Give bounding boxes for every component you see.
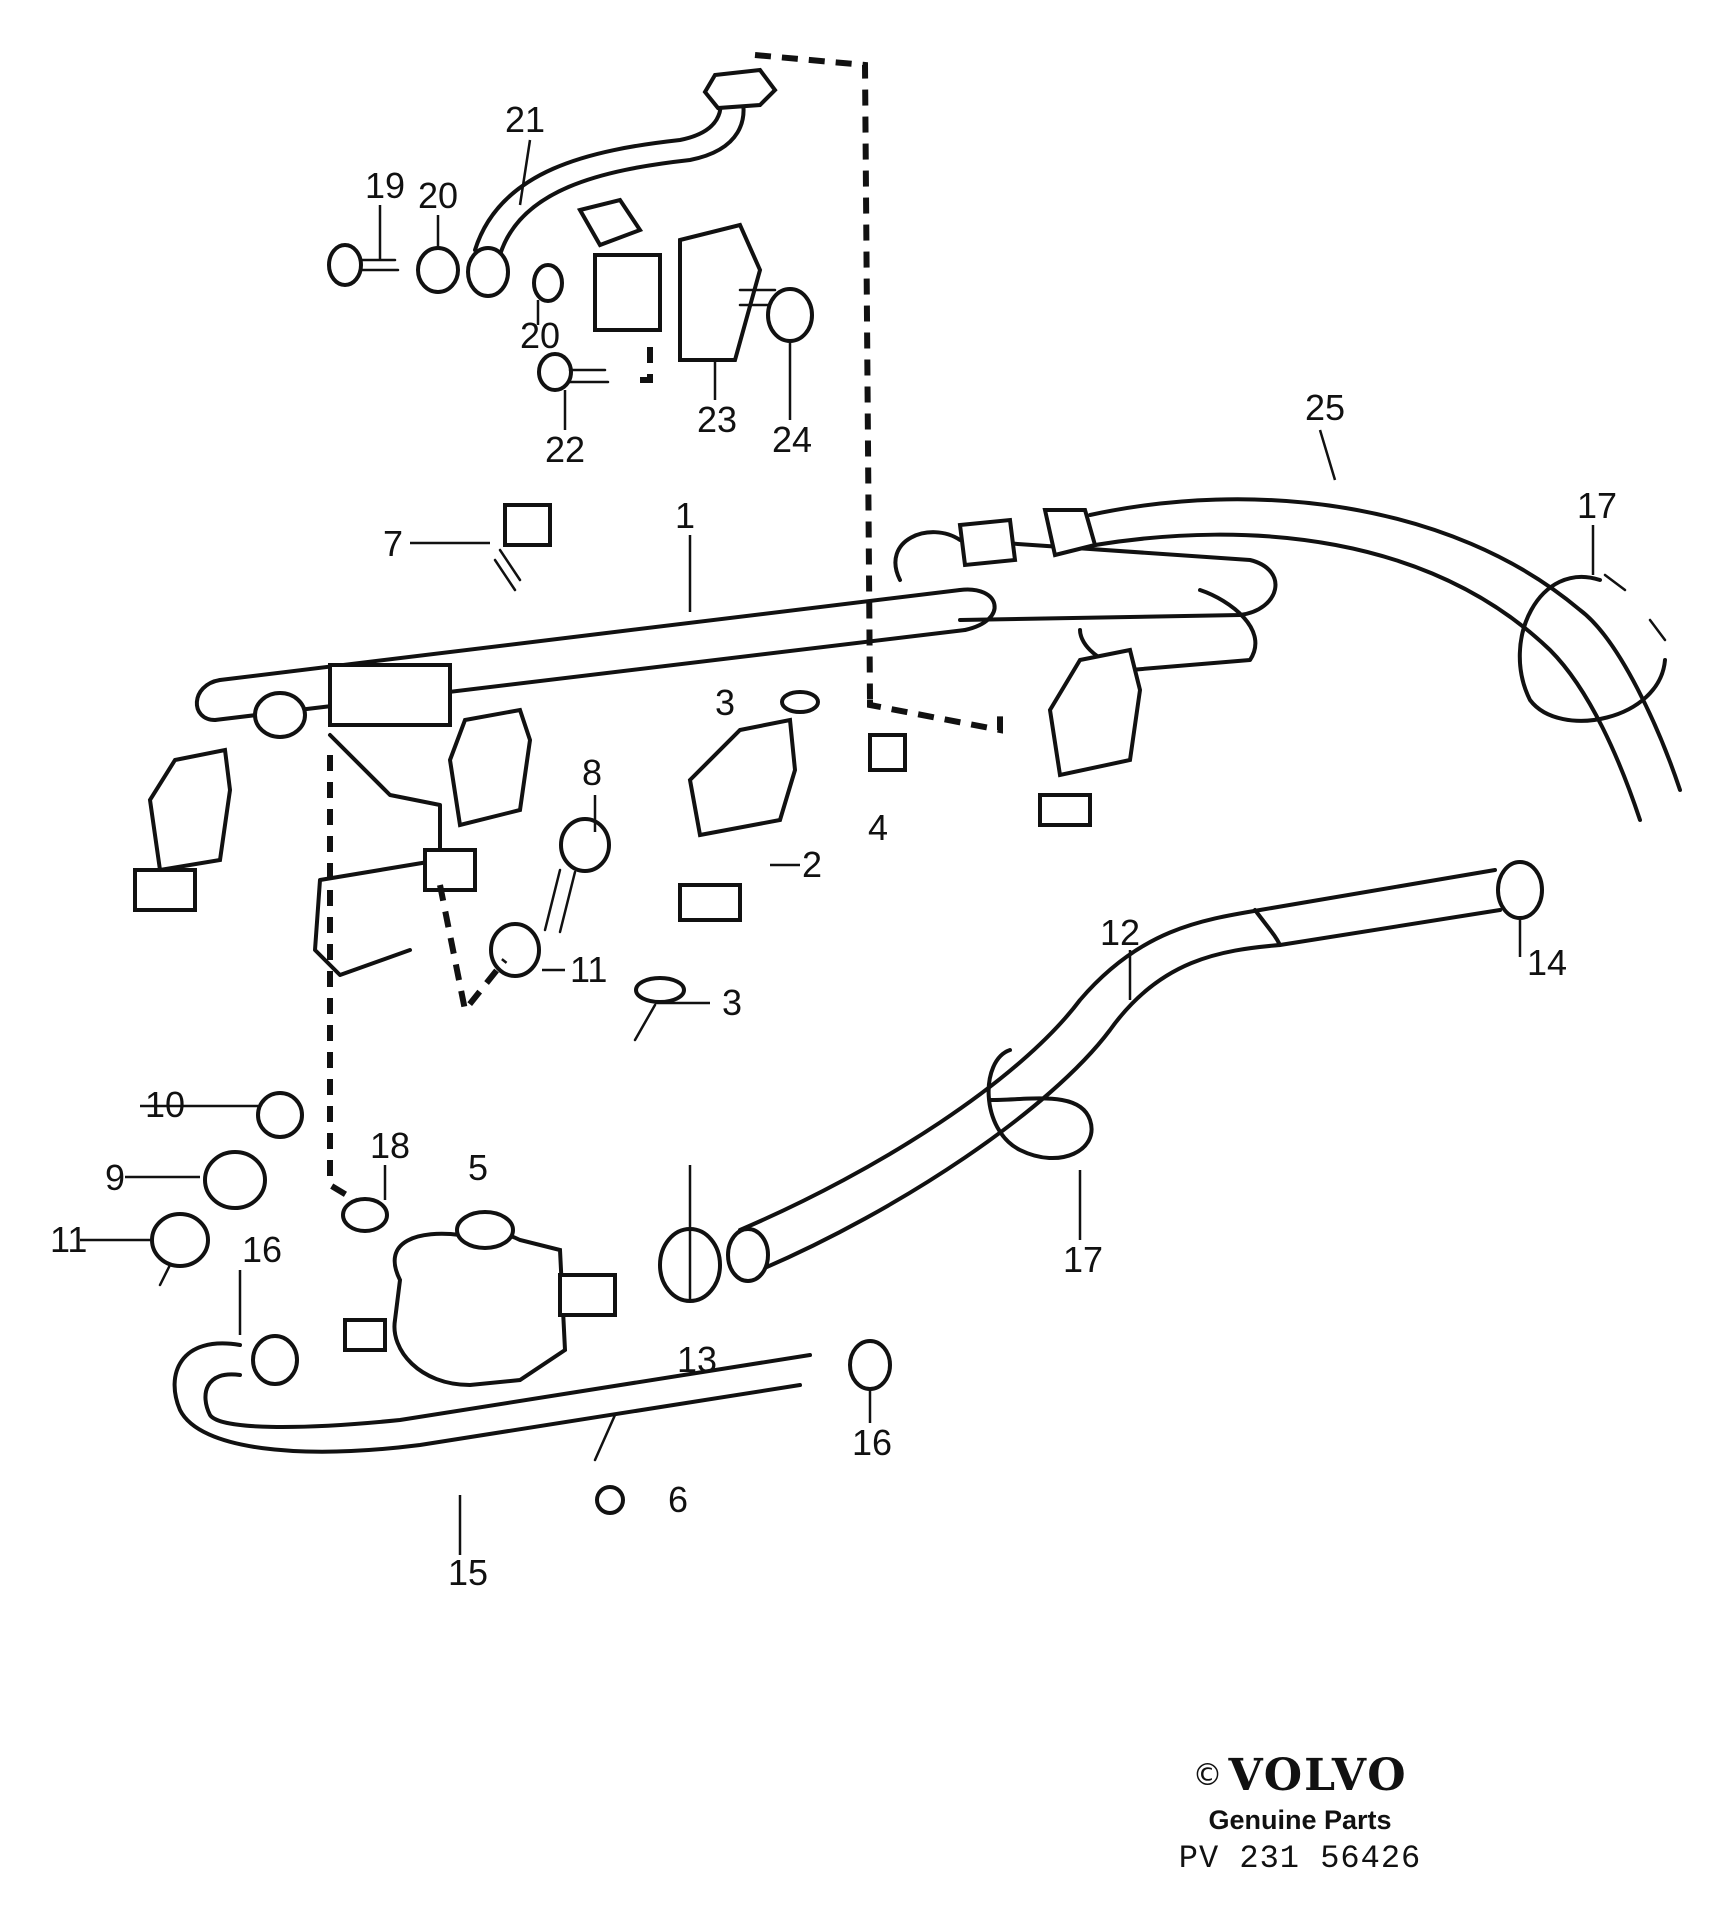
callout-11-right: 11	[570, 949, 607, 990]
callout-4: 4	[868, 807, 888, 848]
callout-20-upper: 20	[418, 175, 458, 216]
callout-3-lower: 3	[722, 982, 742, 1023]
callout-8: 8	[582, 752, 602, 793]
copyright-symbol: ©	[1192, 1758, 1223, 1793]
callout-3-upper: 3	[715, 682, 735, 723]
tagline: Genuine Parts	[1208, 1805, 1392, 1835]
callout-5: 5	[468, 1147, 488, 1188]
cold-start-valve-assembly	[327, 52, 873, 701]
callout-22: 22	[545, 429, 585, 470]
callout-19: 19	[365, 165, 405, 206]
fuel-rail-assembly	[133, 503, 1278, 1042]
callout-9: 9	[105, 1157, 125, 1198]
callout-23: 23	[697, 399, 737, 440]
callout-12: 12	[1100, 912, 1140, 953]
callout-21: 21	[505, 99, 545, 140]
callout-labels: 1 2 3 3 4 5 6 7 8 9 10 11 11 12 13 14 15…	[50, 99, 1617, 1593]
callout-20-lower: 20	[520, 315, 560, 356]
callout-25: 25	[1305, 387, 1345, 428]
fuel-line-25	[1088, 497, 1682, 822]
callout-7: 7	[383, 523, 403, 564]
callout-18: 18	[370, 1125, 410, 1166]
callout-2: 2	[802, 844, 822, 885]
volvo-genuine-parts-footer: © VOLVO Genuine Parts PV 231 56426	[1150, 1750, 1450, 1877]
callout-13: 13	[677, 1339, 717, 1380]
callout-leaders	[80, 139, 1595, 1555]
callout-17-upper: 17	[1577, 485, 1617, 526]
callout-24: 24	[772, 419, 812, 460]
callout-6: 6	[668, 1479, 688, 1520]
callout-10: 10	[145, 1084, 185, 1125]
callout-17-lower: 17	[1063, 1239, 1103, 1280]
part-code: PV 231 56426	[1178, 1840, 1422, 1877]
callout-14: 14	[1527, 942, 1567, 983]
callout-16-right: 16	[852, 1422, 892, 1463]
callout-15: 15	[448, 1552, 488, 1593]
callout-16-left: 16	[242, 1229, 282, 1270]
brand-row: © VOLVO	[1150, 1750, 1450, 1801]
pressure-regulator-assembly	[150, 755, 1544, 1515]
callout-1: 1	[675, 495, 695, 536]
callout-11-left: 11	[50, 1219, 87, 1260]
brand-logo-text: VOLVO	[1228, 1750, 1408, 1801]
